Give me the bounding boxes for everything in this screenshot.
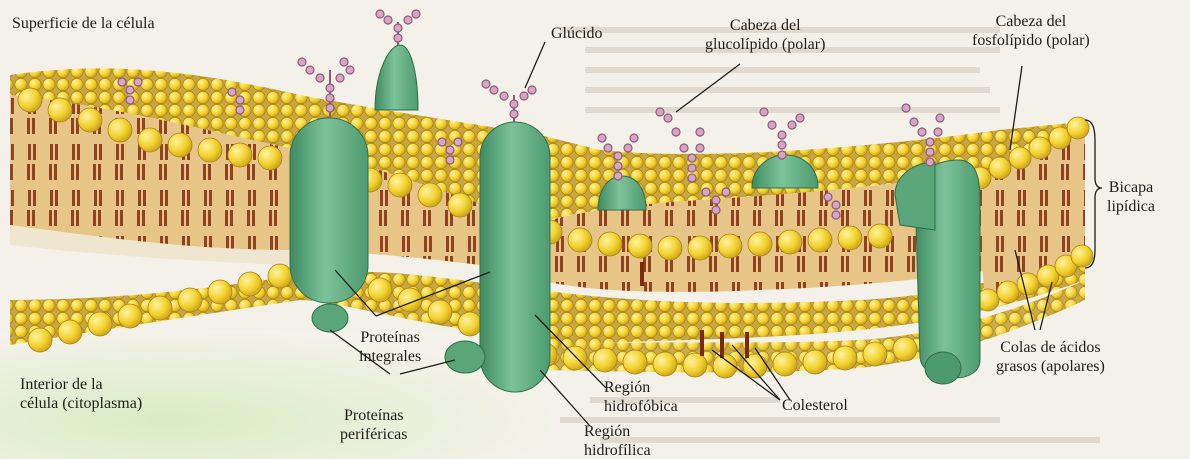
label-cell-surface: Superficie de la célula [12, 14, 155, 33]
label-cholesterol: Colesterol [782, 396, 848, 415]
label-bicapa: Bicapa lipídica [1107, 178, 1155, 216]
label-cell-interior: Interior de la célula (citoplasma) [20, 375, 142, 413]
label-fosfolipido: Cabeza del fosfolípido (polar) [972, 12, 1090, 50]
label-integral-proteins: Proteínas integrales [359, 328, 421, 366]
label-glucolipido: Cabeza del glucolípido (polar) [705, 16, 825, 54]
label-peripheral-proteins: Proteínas periféricas [340, 406, 408, 444]
label-hydrophobic-region: Región hidrofóbica [604, 378, 678, 416]
label-fatty-acid-tails: Colas de ácidos grasos (apolares) [996, 338, 1105, 376]
label-glucido: Glúcido [551, 24, 603, 43]
label-hydrophilic-region: Región hidrofílica [584, 422, 651, 459]
